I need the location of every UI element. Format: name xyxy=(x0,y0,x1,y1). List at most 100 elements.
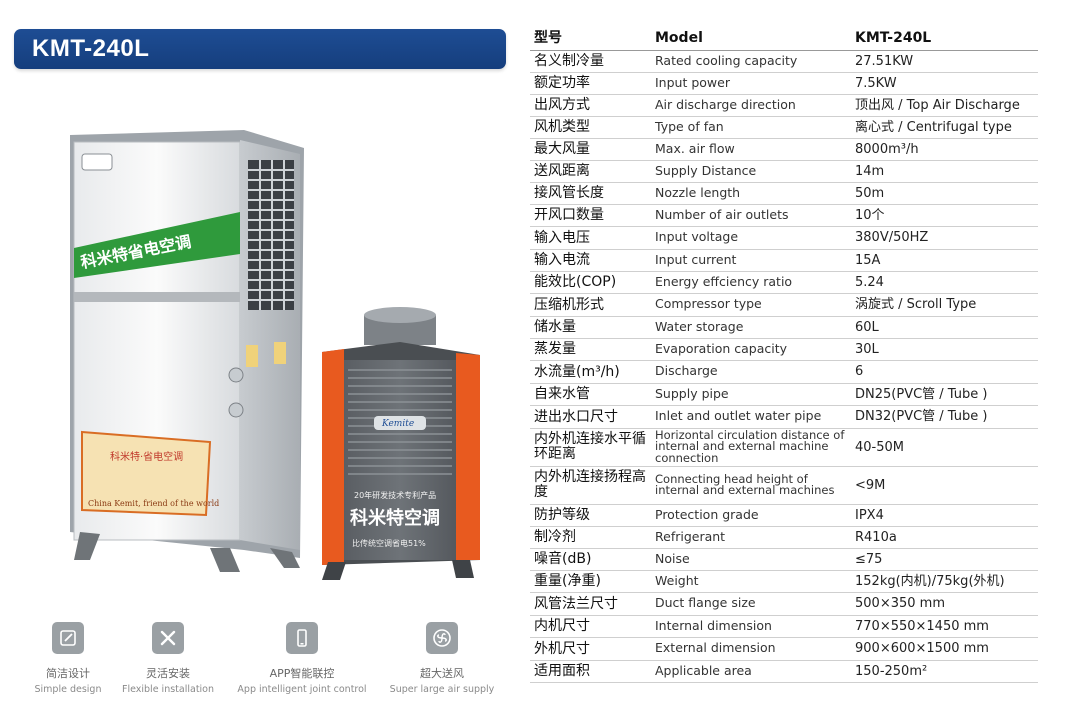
spec-label-en: Noise xyxy=(651,548,851,571)
spec-value: 7.5KW xyxy=(851,72,1038,95)
spec-value: ≤75 xyxy=(851,548,1038,571)
spec-value: 500×350 mm xyxy=(851,592,1038,616)
spec-label-zh: 额定功率 xyxy=(530,72,651,95)
spec-label-zh: 内外机连接扬程高度 xyxy=(530,466,651,505)
spec-label-zh: 储水量 xyxy=(530,316,651,339)
spec-value: 离心式 / Centrifugal type xyxy=(851,116,1038,139)
spec-label-en: Horizontal circulation distance of inter… xyxy=(651,428,851,467)
spec-value: 40-50M xyxy=(851,428,1038,467)
fan-icon xyxy=(426,622,458,654)
spec-value: 900×600×1500 mm xyxy=(851,637,1038,661)
spec-label-en: Protection grade xyxy=(651,504,851,527)
spec-value: 顶出风 / Top Air Discharge xyxy=(851,94,1038,117)
spec-label-zh: 防护等级 xyxy=(530,504,651,527)
feature-air-supply: 超大送风 Super large air supply xyxy=(372,622,512,695)
spec-label-zh: 最大风量 xyxy=(530,138,651,161)
spec-header-row: 型号 Model KMT-240L xyxy=(530,27,1038,51)
spec-label-en: Connecting head height of internal and e… xyxy=(651,466,851,505)
spec-value: 380V/50HZ xyxy=(851,226,1038,250)
spec-label-en: Inlet and outlet water pipe xyxy=(651,405,851,429)
feature-label-en: App intelligent joint control xyxy=(237,684,367,695)
feature-label-zh: APP智能联控 xyxy=(269,667,335,680)
spec-label-zh: 出风方式 xyxy=(530,94,651,117)
indoor-unit: 科米特省电空调 科米特·省电空调 China Kemit, friend of … xyxy=(70,130,304,572)
spec-value: 27.51KW xyxy=(851,50,1038,73)
spec-label-zh: 压缩机形式 xyxy=(530,293,651,317)
spec-label-zh: 能效比(COP) xyxy=(530,271,651,294)
indoor-badge-en: China Kemit, friend of the world xyxy=(88,499,219,508)
spec-label-zh: 重量(净重) xyxy=(530,570,651,593)
outdoor-name: 科米特空调 xyxy=(350,507,440,529)
feature-label-en: Simple design xyxy=(34,684,102,695)
spec-label-en: Duct flange size xyxy=(651,592,851,616)
spec-value: 50m xyxy=(851,182,1038,205)
feature-app-control: APP智能联控 App intelligent joint control xyxy=(232,622,372,695)
spec-label-en: Air discharge direction xyxy=(651,94,851,117)
spec-label-zh: 风机类型 xyxy=(530,116,651,139)
spec-label-en: Refrigerant xyxy=(651,526,851,549)
spec-value: IPX4 xyxy=(851,504,1038,527)
spec-label-en: Rated cooling capacity xyxy=(651,50,851,73)
spec-label-zh: 自来水管 xyxy=(530,383,651,406)
spec-label-en: Compressor type xyxy=(651,293,851,317)
spec-label-en: Evaporation capacity xyxy=(651,338,851,361)
spec-header-en: Model xyxy=(651,27,851,51)
spec-label-en: Number of air outlets xyxy=(651,204,851,227)
spec-label-en: Type of fan xyxy=(651,116,851,139)
spec-label-zh: 进出水口尺寸 xyxy=(530,405,651,429)
spec-value: <9M xyxy=(851,466,1038,505)
spec-value: 15A xyxy=(851,249,1038,272)
spec-label-zh: 名义制冷量 xyxy=(530,50,651,73)
spec-label-en: Internal dimension xyxy=(651,615,851,638)
spec-label-en: Discharge xyxy=(651,360,851,384)
phone-icon xyxy=(286,622,318,654)
spec-value: R410a xyxy=(851,526,1038,549)
spec-label-zh: 内机尺寸 xyxy=(530,615,651,638)
spec-label-zh: 蒸发量 xyxy=(530,338,651,361)
air-conditioner-units-image: 科米特省电空调 科米特·省电空调 China Kemit, friend of … xyxy=(70,130,480,580)
spec-label-en: Input current xyxy=(651,249,851,272)
spec-label-zh: 接风管长度 xyxy=(530,182,651,205)
edit-icon xyxy=(52,622,84,654)
tools-icon xyxy=(152,622,184,654)
product-illustration: 科米特省电空调 科米特·省电空调 China Kemit, friend of … xyxy=(60,120,500,600)
feature-simple-design: 简洁设计 Simple design xyxy=(0,622,138,695)
spec-label-en: Input voltage xyxy=(651,226,851,250)
spec-label-zh: 噪音(dB) xyxy=(530,548,651,571)
outdoor-top-text: 20年研发技术专利产品 xyxy=(354,490,436,500)
spec-label-zh: 内外机连接水平循环距离 xyxy=(530,428,651,467)
spec-label-zh: 风管法兰尺寸 xyxy=(530,592,651,616)
feature-label-zh: 超大送风 xyxy=(420,667,464,680)
spec-value: 150-250m² xyxy=(851,660,1038,683)
feature-label-en: Flexible installation xyxy=(121,684,215,695)
spec-label-zh: 水流量(m³/h) xyxy=(530,360,651,384)
spec-value: 6 xyxy=(851,360,1038,384)
spec-value: 60L xyxy=(851,316,1038,339)
spec-label-zh: 外机尺寸 xyxy=(530,637,651,661)
spec-label-zh: 送风距离 xyxy=(530,160,651,183)
spec-label-en: Input power xyxy=(651,72,851,95)
spec-value: 5.24 xyxy=(851,271,1038,294)
model-title-bar: KMT-240L xyxy=(14,29,506,69)
spec-value: 涡旋式 / Scroll Type xyxy=(851,293,1038,317)
